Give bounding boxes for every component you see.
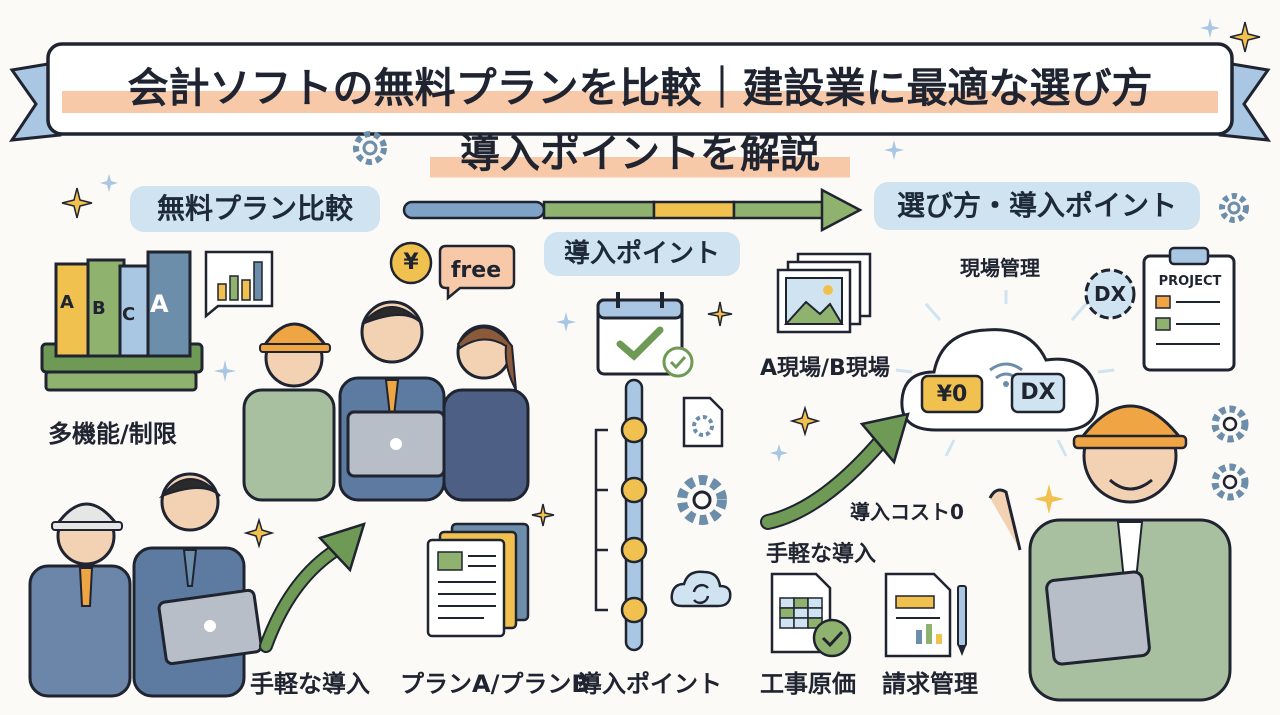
dx-gear-label: DX: [1093, 282, 1127, 306]
growth-arrow-icon: [760, 412, 910, 530]
spreadsheet-check-icon: [770, 572, 852, 658]
growth-arrow-icon: [259, 522, 366, 653]
sparkle-icon: [770, 444, 788, 462]
sparkle-icon: [707, 301, 733, 327]
bar-chart-bubble-icon: [204, 250, 274, 319]
book-letter: B: [92, 298, 106, 319]
calendar-check-icon: [596, 292, 694, 378]
cloud-yen-badge: ¥0: [936, 382, 968, 407]
gear-icon: [677, 475, 727, 525]
banner-title-line1: 会計ソフトの無料プランを比較｜建設業に最適な選び方: [62, 58, 1218, 118]
book-letter: A: [150, 290, 169, 318]
label-construction-cost: 工事原価: [760, 670, 856, 698]
document-gear-icon: [682, 396, 724, 448]
project-board-label: PROJECT: [1158, 274, 1222, 289]
yen-bubble-icon: [389, 241, 433, 285]
book-letter: C: [122, 304, 136, 325]
sparkle-icon: [100, 174, 118, 192]
invoice-pen-icon: [884, 572, 967, 658]
gear-icon: [1211, 463, 1249, 501]
workers-reviewing-tablet-illustration: [28, 472, 263, 698]
cloud-dx-badge: DX: [1020, 380, 1056, 405]
sparkle-icon: [789, 405, 821, 437]
label-site-management: 現場管理: [960, 256, 1040, 280]
gear-icon: [1211, 405, 1249, 443]
sparkle-icon: [61, 187, 93, 219]
label-zero-cost: 導入コスト0: [850, 500, 964, 524]
banner-title-line2: 導入ポイントを解説: [430, 126, 850, 182]
book-letter: A: [60, 292, 74, 313]
label-billing: 請求管理: [882, 670, 978, 698]
section-heading-choose: 選び方・導入ポイント: [874, 182, 1200, 230]
sparkle-icon: [243, 517, 275, 549]
workers-with-tablet-illustration: [242, 300, 530, 502]
project-clipboard-icon: [1142, 246, 1236, 372]
sparkle-icon: [531, 503, 555, 527]
label-timeline-points: 導入ポイント: [578, 670, 722, 698]
section-heading-points-center: 導入ポイント: [544, 232, 740, 276]
photo-stack-icon: [776, 252, 872, 334]
free-bubble-icon: [438, 244, 516, 301]
gear-icon: [353, 131, 387, 165]
progress-arrow: [402, 187, 863, 233]
gear-icon: [1219, 193, 1249, 223]
cloud-sync-icon: [670, 570, 732, 608]
sparkle-icon: [1200, 18, 1220, 38]
label-easy-intro-left: 手軽な導入: [250, 670, 370, 698]
label-easy-intro-right: 手軽な導入: [766, 542, 877, 567]
books-illustration: [40, 250, 204, 392]
sparkle-icon: [884, 140, 904, 160]
yen-bubble-text: ¥: [403, 250, 419, 275]
label-multi-function: 多機能/制限: [48, 420, 177, 448]
dx-gear-icon: [1084, 268, 1136, 320]
label-plans: プランA/プランB: [400, 670, 590, 698]
sparkle-icon: [1229, 21, 1261, 53]
free-bubble-text: free: [450, 258, 502, 283]
sparkle-icon: [556, 312, 576, 332]
sparkle-icon: [214, 360, 236, 382]
documents-stack-icon: [426, 522, 530, 638]
section-heading-free-plan: 無料プラン比較: [130, 186, 380, 232]
timeline-track: [594, 378, 648, 652]
cloud-icon: [895, 290, 1115, 457]
worker-pointing-with-tablet-illustration: [988, 404, 1232, 702]
label-sites: A現場/B現場: [760, 356, 890, 381]
sparkle-icon: [1034, 484, 1064, 514]
